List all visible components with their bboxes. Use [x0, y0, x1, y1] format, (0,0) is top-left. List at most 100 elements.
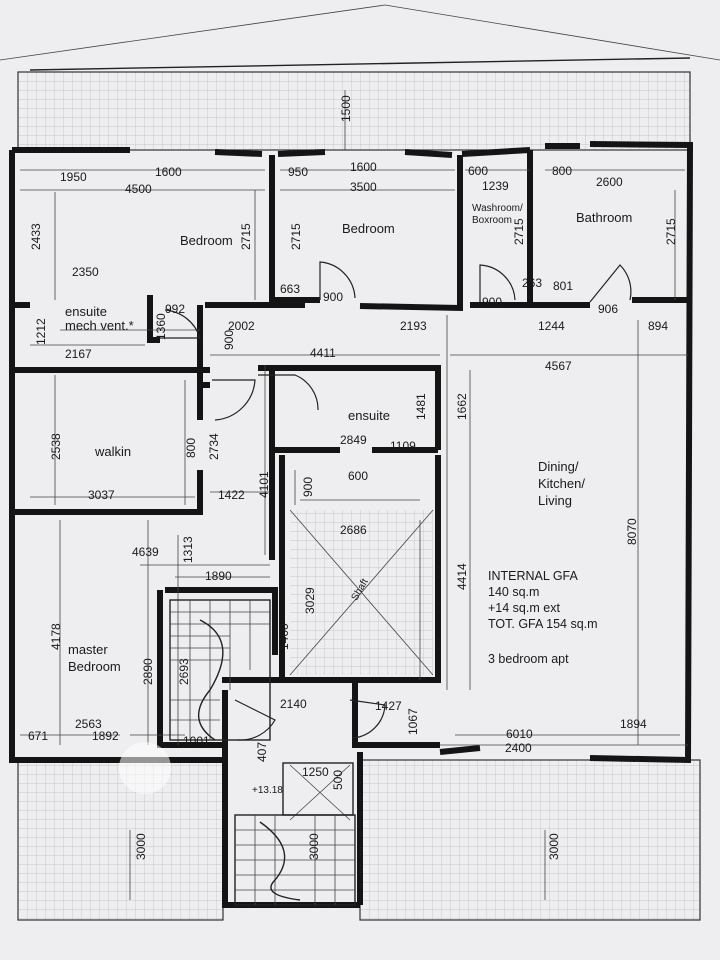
dimension-label: 992	[165, 302, 185, 316]
room-ensuite-1: ensuite	[65, 304, 107, 319]
dimension-label: 6010	[506, 727, 533, 741]
dimension-label: 2715	[239, 223, 253, 250]
watermark-icon	[119, 742, 171, 794]
dimension-label: 1892	[92, 729, 119, 743]
dimension-label: 801	[553, 279, 573, 293]
room-washroom: Washroom/	[472, 203, 523, 214]
dimension-label: 1400	[277, 623, 291, 650]
dimension-label: 1500	[339, 95, 353, 122]
dimension-label: 263	[522, 276, 542, 290]
dimension-label: 3037	[88, 488, 115, 502]
dimension-label: 1244	[538, 319, 565, 333]
dimension-label: 1600	[155, 165, 182, 179]
dimension-label: 1067	[406, 708, 420, 735]
dimension-label: 2734	[207, 433, 221, 460]
dimension-label: 3000	[307, 833, 321, 860]
dimension-label: 2693	[177, 658, 191, 685]
dimension-label: 3000	[134, 833, 148, 860]
room-ensuite-2: ensuite	[348, 408, 390, 423]
dimension-label: 4567	[545, 359, 572, 373]
dimension-label: 600	[468, 164, 488, 178]
room-dining: Dining/	[538, 459, 579, 474]
dimension-label: 3000	[547, 833, 561, 860]
dimension-label: 407	[255, 742, 269, 762]
dimension-label: 1890	[205, 569, 232, 583]
dimension-label: 500	[331, 770, 345, 790]
dimension-label: 2600	[596, 175, 623, 189]
dimension-label: 600	[348, 469, 368, 483]
dimension-label: 2686	[340, 523, 367, 537]
dimension-label: 1212	[34, 318, 48, 345]
dimensions-vertical: 1500 2433 2715 2715 2715 2715 1212 1360 …	[29, 95, 678, 860]
dimension-label: 1481	[414, 393, 428, 420]
dimension-label: 1001	[183, 734, 210, 748]
front-terrace	[17, 71, 691, 151]
dimension-label: 2002	[228, 319, 255, 333]
interior-walls	[12, 150, 688, 908]
dimension-label: 2433	[29, 223, 43, 250]
room-bathroom: Bathroom	[576, 210, 632, 225]
dimension-label: 1250	[302, 765, 329, 779]
dimension-label: 3029	[303, 587, 317, 614]
dimension-label: 2715	[664, 218, 678, 245]
staircase-upper	[169, 599, 271, 741]
dimension-label: 2715	[512, 218, 526, 245]
dimension-label: 2400	[505, 741, 532, 755]
dimension-label: 663	[280, 282, 300, 296]
dimension-label: 4411	[310, 346, 336, 360]
dimension-label: 2890	[141, 658, 155, 685]
room-ensuite-mech: mech vent.*	[65, 318, 134, 333]
dimension-label: 2849	[340, 433, 367, 447]
room-walkin: walkin	[94, 444, 131, 459]
rear-terrace-right	[359, 759, 701, 921]
room-bedroom-2: Bedroom	[342, 221, 395, 236]
room-boxroom: Boxroom	[472, 215, 512, 226]
dimension-label: 1600	[350, 160, 377, 174]
dimension-label: 1662	[455, 393, 469, 420]
dimension-label: 2715	[289, 223, 303, 250]
dimension-label: 900	[222, 330, 236, 350]
dimension-label: 3500	[350, 180, 377, 194]
dimension-label: 906	[598, 302, 618, 316]
dimension-label: 1427	[375, 699, 402, 713]
note-apt-type: 3 bedroom apt	[488, 652, 569, 666]
roof-line	[0, 4, 720, 61]
dimension-label: 4101	[257, 471, 271, 498]
room-master: master	[68, 642, 108, 657]
room-living: Living	[538, 493, 572, 508]
dimension-label: 4178	[49, 623, 63, 650]
dimension-label: 1313	[181, 536, 195, 563]
roof-edge	[29, 57, 691, 71]
dimension-label: 2167	[65, 347, 92, 361]
note-total-gfa: TOT. GFA 154 sq.m	[488, 617, 598, 631]
guide-lines	[20, 90, 688, 900]
dimension-label: 4414	[455, 563, 469, 590]
dimension-label: 8070	[625, 518, 639, 545]
dimension-label: 2140	[280, 697, 307, 711]
dimension-label: 894	[648, 319, 668, 333]
note-internal-area: 140 sq.m	[488, 585, 539, 599]
dimension-label: 2538	[49, 433, 63, 460]
staircase-lower	[234, 814, 356, 906]
dimension-label: 900	[323, 290, 343, 304]
dimension-label: 1894	[620, 717, 647, 731]
dimension-label: 671	[28, 729, 48, 743]
dimension-label: 900	[301, 477, 315, 497]
dimension-label: 2193	[400, 319, 427, 333]
room-kitchen: Kitchen/	[538, 476, 585, 491]
room-bedroom-1: Bedroom	[180, 233, 233, 248]
note-ext-area: +14 sq.m ext	[488, 601, 560, 615]
doors	[160, 261, 632, 741]
dimension-label: 4500	[125, 182, 152, 196]
dimensions-horizontal: 1950 1600 4500 950 1600 3500 600 1239 80…	[28, 160, 668, 779]
note-internal-gfa: INTERNAL GFA	[488, 569, 578, 583]
dimension-label: 1360	[154, 313, 168, 340]
dimension-label: 2350	[72, 265, 99, 279]
dimension-label: 950	[288, 165, 308, 179]
dimension-label: 800	[184, 438, 198, 458]
dimension-label: 900	[482, 295, 502, 309]
dimension-label: 1422	[218, 488, 245, 502]
dimension-label: 800	[552, 164, 572, 178]
rear-terrace-left	[17, 759, 224, 921]
